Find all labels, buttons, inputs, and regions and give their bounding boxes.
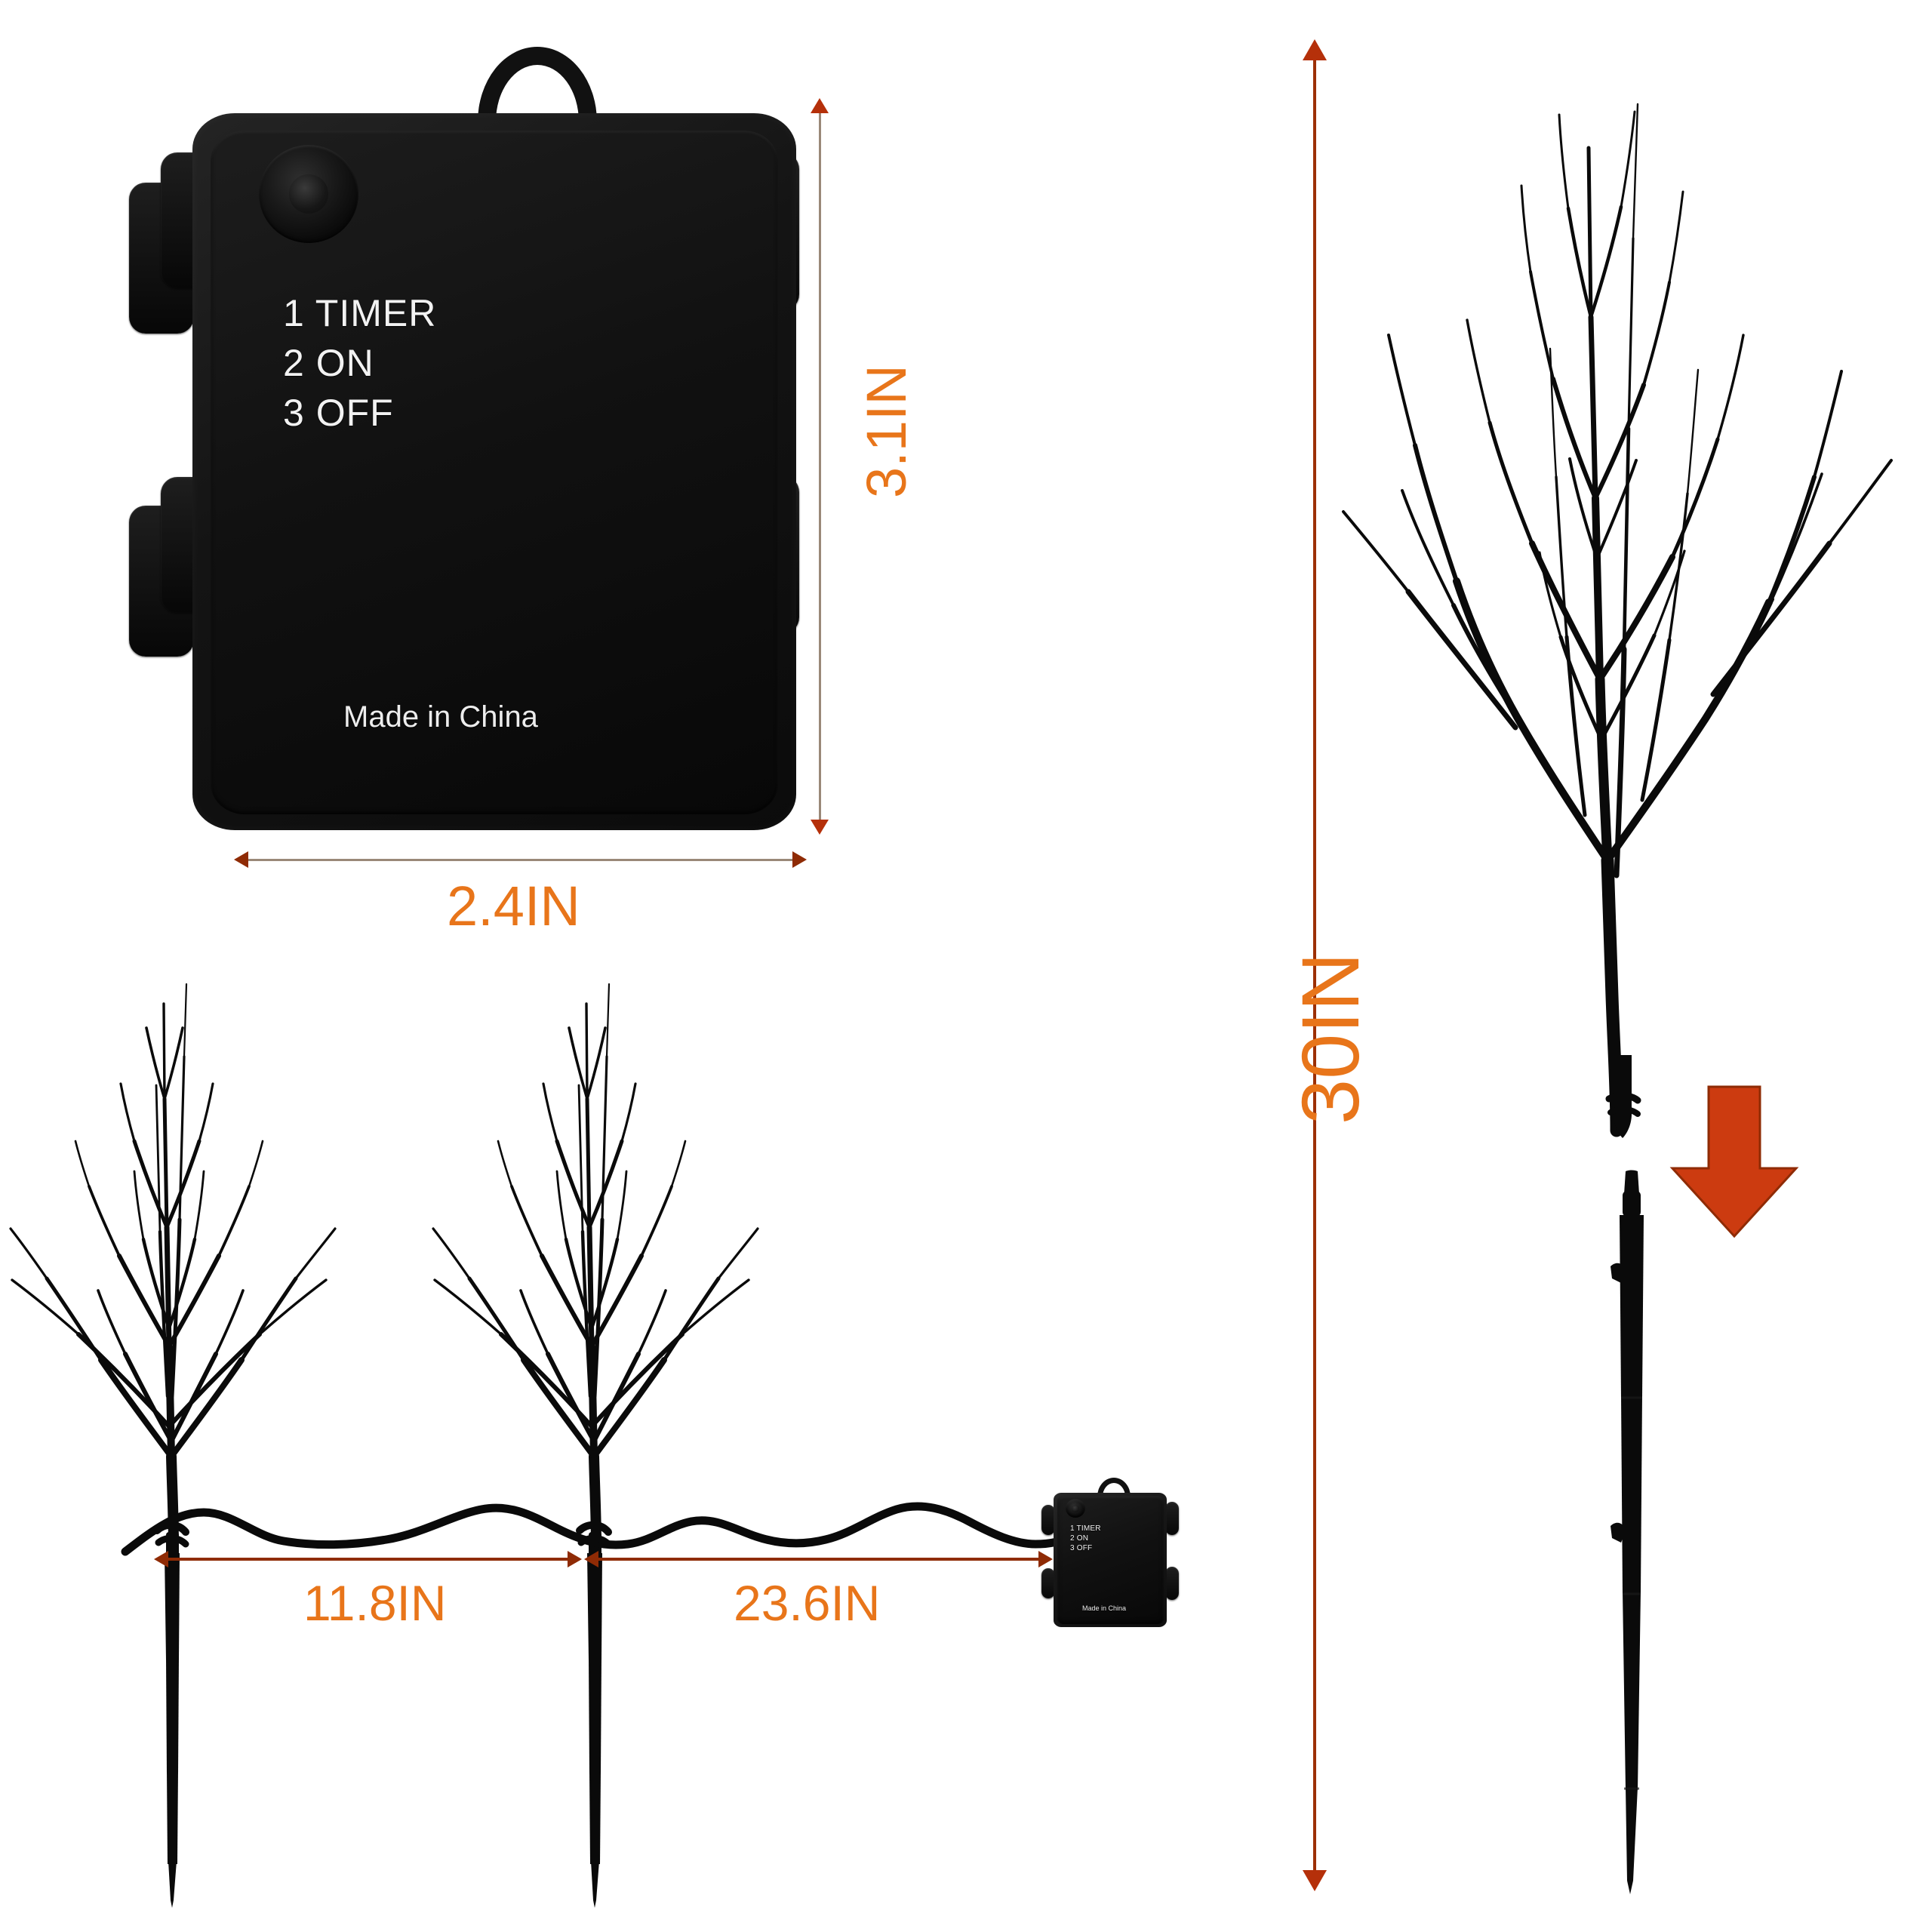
branch-head-trunk-base [1605,1055,1641,1138]
dimension-label-box-width: 2.4IN [447,875,580,937]
battery-box-small: 1 TIMER 2 ON 3 OFF Made in China [1041,1478,1179,1627]
dimension-line-box-height [819,112,821,821]
screw-cap-icon [259,145,358,243]
branch-head-top-right [1342,103,1893,1137]
dimension-arrow-box-height-bottom [811,820,829,835]
dimension-label-spacing-1: 11.8IN [303,1575,447,1631]
mode-line-on: 2 ON [283,342,374,384]
dimension-arrow-spacing-1-left [154,1551,168,1567]
wire-tie-left [153,1521,189,1548]
dimension-label-spacing-2: 23.6IN [734,1575,881,1631]
made-in-china-label-small: Made in China [1082,1604,1127,1612]
ground-stake-left [165,1532,180,1908]
dimension-arrow-spacing-1-right [568,1551,582,1567]
side-clip-small-left-bottom [1041,1568,1055,1598]
mode-line-timer: 1 TIMER [283,292,437,334]
dimension-line-spacing-2 [596,1558,1051,1561]
dimension-line-stake-height [1313,59,1316,1873]
side-clip-small-left-top [1041,1505,1055,1535]
made-in-china-label: Made in China [343,700,538,734]
mode-line-on-small: 2 ON [1070,1534,1089,1543]
mode-line-timer-small: 1 TIMER [1070,1524,1101,1533]
dimension-arrow-box-width-right [792,851,807,868]
mode-line-off-small: 3 OFF [1070,1544,1093,1552]
dimension-line-spacing-1 [166,1558,580,1561]
dimension-arrow-stake-bottom [1303,1870,1327,1891]
dimension-arrow-stake-top [1303,39,1327,60]
wire-tie-middle [576,1521,612,1548]
ground-stake [1611,1170,1644,1894]
screw-cap-icon-small [1066,1499,1085,1518]
ground-stake-middle [587,1532,602,1908]
side-clip-small-right-bottom [1165,1567,1179,1600]
dimension-line-box-width [246,859,804,861]
dimension-arrow-box-height-top [811,98,829,113]
dimension-arrow-box-width-left [234,851,248,868]
lead-wire [121,1502,1081,1556]
side-clip-small-right-top [1165,1502,1179,1535]
dimension-label-box-height: 3.1IN [855,365,918,498]
branch-stake-middle [432,983,759,1551]
battery-box: 1 TIMER 2 ON 3 OFF Made in China [129,47,799,830]
dimension-arrow-spacing-2-right [1038,1551,1053,1567]
branch-stake-left [9,983,337,1551]
mode-line-off: 3 OFF [283,392,394,434]
battery-box-lid [211,130,778,815]
assembly-arrow-icon [1669,1085,1799,1238]
dimension-arrow-spacing-2-left [584,1551,598,1567]
